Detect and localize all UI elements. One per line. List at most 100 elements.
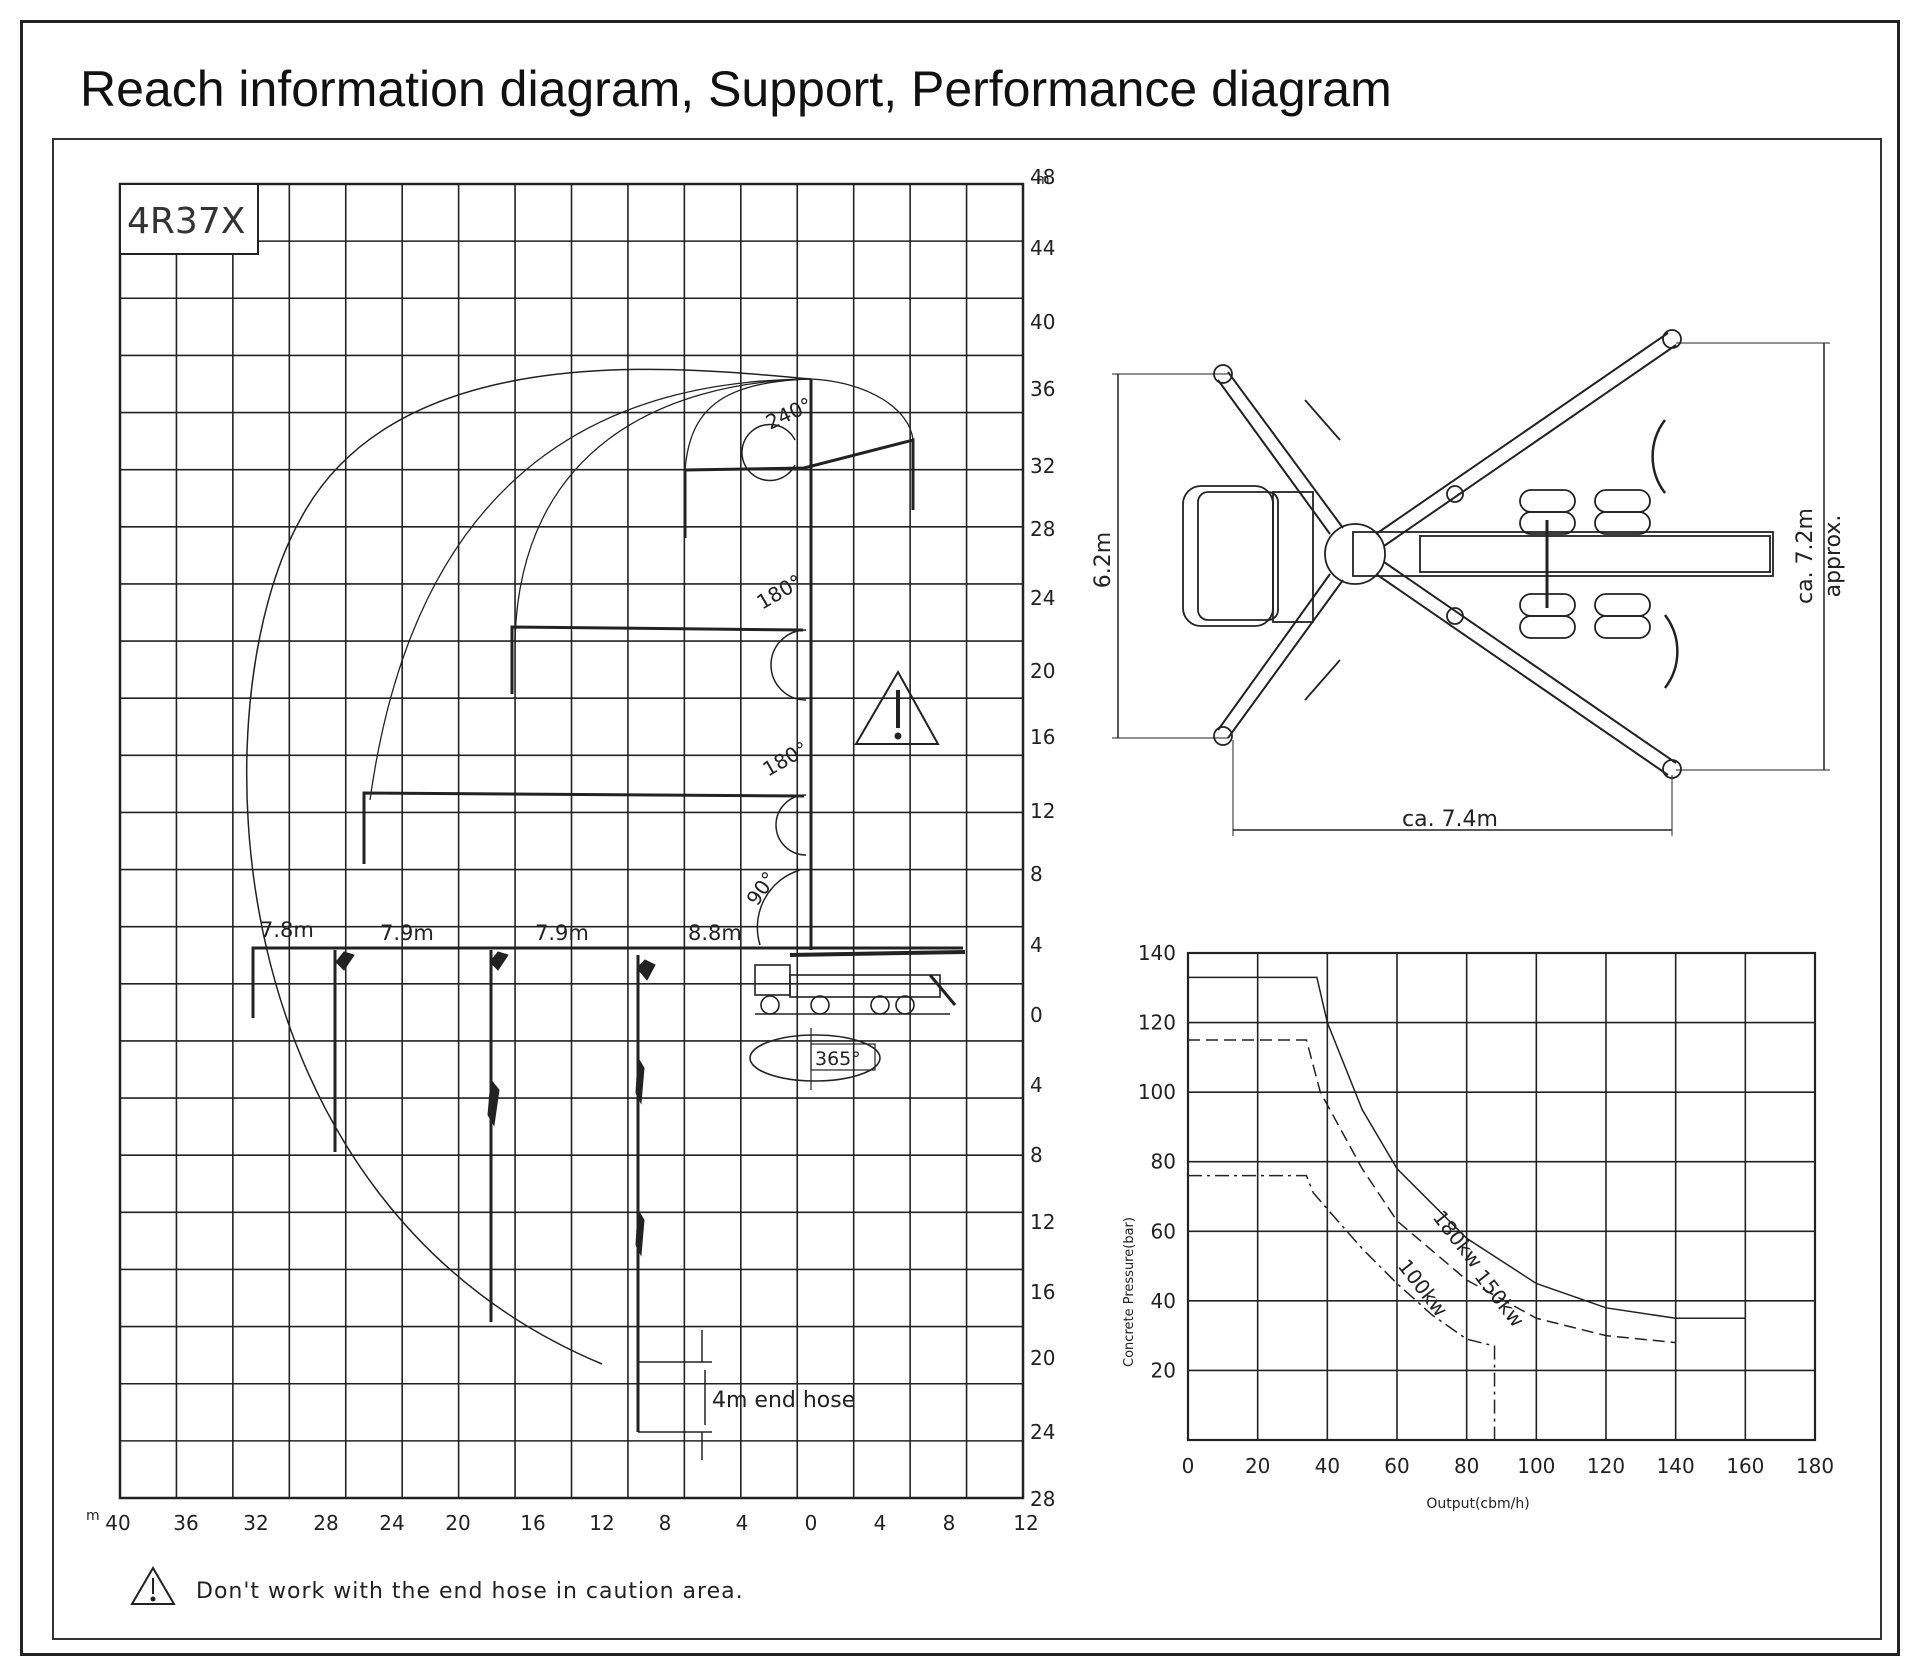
- truck-side-view: [754, 950, 966, 1015]
- section-length-4: 8.8m: [688, 921, 742, 945]
- angle-arc-180-upper: [770, 629, 807, 701]
- truck-cab: [754, 964, 791, 996]
- height-tick: 20: [1030, 659, 1055, 683]
- height-tick: 48: [1030, 165, 1055, 189]
- height-tick: 44: [1030, 236, 1055, 260]
- performance-y-tick: 40: [1151, 1289, 1176, 1313]
- wheel: [1594, 615, 1651, 639]
- truck-cab-inner: [1197, 491, 1279, 621]
- height-tick: 40: [1030, 310, 1055, 334]
- horizontal-tick: 36: [173, 1511, 198, 1535]
- angle-240: 240°: [762, 392, 816, 434]
- performance-x-tick: 40: [1315, 1454, 1340, 1478]
- performance-x-tick: 100: [1517, 1454, 1555, 1478]
- height-tick: 24: [1030, 1420, 1055, 1444]
- support-diagram: [1112, 329, 1830, 836]
- truck-body: [789, 974, 941, 998]
- outrigger-pivot: [1446, 607, 1464, 625]
- performance-y-tick: 100: [1138, 1080, 1176, 1104]
- performance-grid: [1186, 951, 1817, 1442]
- footer-warning-text: Don't work with the end hose in caution …: [196, 1579, 744, 1604]
- wheel: [1519, 615, 1576, 639]
- horizontal-tick: 16: [520, 1511, 545, 1535]
- boom-arc-1: [810, 378, 914, 441]
- performance-ylabel: Concrete Pressure(bar): [1122, 1217, 1137, 1367]
- height-tick: 24: [1030, 586, 1055, 610]
- horizontal-tick: 0: [805, 1511, 818, 1535]
- boom-arc-4: [369, 378, 812, 801]
- angle-90: 90°: [741, 867, 781, 910]
- warning-icon-dot: [894, 732, 902, 740]
- horizontal-unit: m: [86, 1508, 100, 1524]
- caution-triangle: [854, 669, 940, 745]
- performance-y-tick: 60: [1151, 1219, 1176, 1243]
- angle-180-lower: 180°: [759, 736, 813, 781]
- horizontal-tick: 28: [313, 1511, 338, 1535]
- angle-365: 365°: [815, 1048, 861, 1070]
- height-unit: m: [1036, 172, 1050, 188]
- support-side-label-1: ca. 7.2m: [1793, 508, 1818, 604]
- section-length-3: 7.9m: [535, 921, 589, 945]
- swing-arrow: [1304, 399, 1341, 441]
- page-frame: [20, 20, 1900, 1656]
- performance-x-tick: 0: [1182, 1454, 1195, 1478]
- slew-label-box: [810, 1043, 876, 1071]
- horizontal-tick: 12: [1013, 1511, 1038, 1535]
- reach-grid-border: [118, 182, 1025, 1500]
- wheel: [1519, 489, 1576, 513]
- end-hose-label: 4m end hose: [712, 1388, 855, 1413]
- height-tick: 4: [1030, 933, 1043, 957]
- series-label-180kw: 180kw: [1428, 1206, 1488, 1273]
- warning-icon: [130, 1566, 176, 1605]
- boom-joint: [489, 951, 509, 971]
- truck-wheel: [895, 995, 915, 1015]
- support-width-label: ca. 7.4m: [1402, 807, 1498, 832]
- swing-arrow: [1304, 659, 1341, 701]
- performance-x-tick: 80: [1454, 1454, 1479, 1478]
- height-tick: 12: [1030, 1210, 1055, 1234]
- truck-wheel: [760, 995, 780, 1015]
- performance-x-tick: 180: [1796, 1454, 1834, 1478]
- rotate-arrow-top: [1651, 419, 1666, 494]
- boom-joint: [636, 959, 656, 981]
- performance-x-tick: 160: [1726, 1454, 1764, 1478]
- outrigger-foot: [1213, 726, 1233, 746]
- boom-config-low: [362, 791, 805, 864]
- wheel: [1594, 511, 1651, 535]
- performance-y-tick: 120: [1138, 1011, 1176, 1035]
- horizontal-tick: 4: [736, 1511, 749, 1535]
- performance-series: [1188, 976, 1746, 1440]
- horizontal-tick: 8: [659, 1511, 672, 1535]
- height-tick: 8: [1030, 1143, 1043, 1167]
- series-150kw: [1188, 1039, 1676, 1344]
- rotate-arrow-bottom: [1664, 614, 1679, 689]
- height-tick: 28: [1030, 1487, 1055, 1511]
- section-length-2: 7.9m: [380, 921, 434, 945]
- boom-arc-3: [514, 378, 812, 641]
- height-tick: 16: [1030, 725, 1055, 749]
- series-label-150kw: 150kw: [1470, 1265, 1530, 1332]
- performance-y-tick: 80: [1151, 1150, 1176, 1174]
- boom-joint: [635, 1208, 645, 1257]
- support-height-label: 6.2m: [1091, 532, 1116, 588]
- outrigger-rear-right: [1375, 561, 1677, 776]
- boom-config-top: [683, 438, 915, 538]
- truck-chassis: [1352, 531, 1774, 577]
- height-tick: 8: [1030, 862, 1043, 886]
- boom-config-mid: [510, 625, 804, 694]
- boom-arc-2: [684, 378, 812, 471]
- truck-cab-top: [1182, 485, 1274, 627]
- height-tick: 36: [1030, 377, 1055, 401]
- truck-outrigger: [928, 974, 957, 1006]
- wheel: [1594, 593, 1651, 617]
- warning-icon: [854, 669, 940, 745]
- outrigger-front-right: [1217, 573, 1344, 739]
- boom-joint: [487, 1078, 500, 1127]
- performance-x-tick: 140: [1657, 1454, 1695, 1478]
- angle-arc-90: [756, 869, 801, 946]
